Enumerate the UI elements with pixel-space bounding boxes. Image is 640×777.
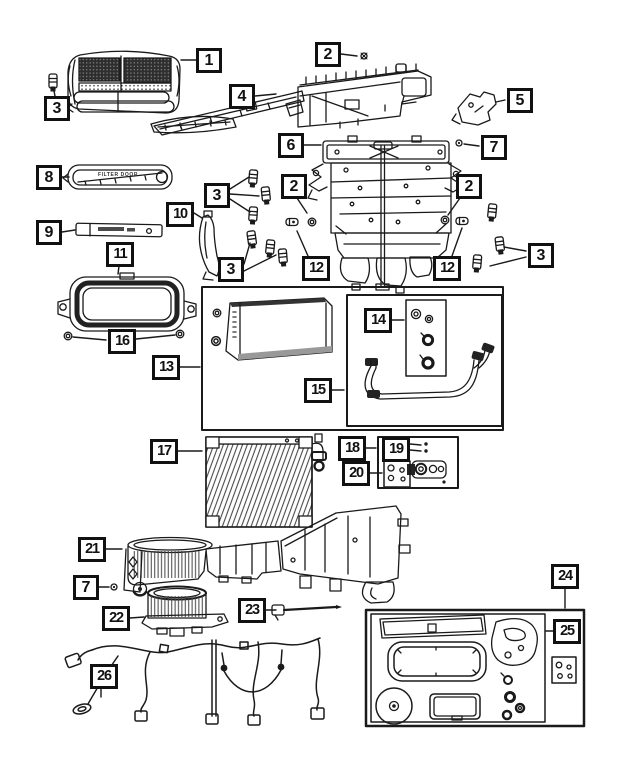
- heater-core-drawing: [210, 297, 333, 361]
- callout-19[interactable]: 19: [382, 437, 410, 462]
- washer-left: [63, 331, 73, 341]
- cowl-grille-drawing: [66, 50, 181, 114]
- callout-16[interactable]: 16: [108, 329, 136, 354]
- actuator-strip-drawing: [75, 222, 163, 238]
- callout-3-clips-upper[interactable]: 3: [204, 183, 230, 208]
- filter-door-drawing: FILTER DOOR: [62, 164, 173, 190]
- callout-10[interactable]: 10: [166, 202, 194, 227]
- callout-26[interactable]: 26: [90, 664, 118, 689]
- side-duct-drawing: [198, 210, 220, 281]
- evaporator-coil-drawing: [205, 433, 327, 528]
- washer-right: [175, 329, 185, 339]
- heater-kit-box: [201, 286, 504, 431]
- seal-kit-box-drawing: [364, 608, 586, 728]
- callout-11[interactable]: 11: [106, 242, 134, 267]
- callout-3-clips-right[interactable]: 3: [528, 243, 554, 268]
- fitting-kit-panel-drawing: [405, 299, 447, 377]
- plenum-seal-drawing: [57, 272, 197, 332]
- callout-9[interactable]: 9: [36, 220, 62, 245]
- callout-14[interactable]: 14: [364, 308, 392, 333]
- callout-3-grille[interactable]: 3: [44, 96, 70, 121]
- callout-6[interactable]: 6: [278, 133, 304, 158]
- lower-housing-drawing: [123, 505, 411, 604]
- heater-hoses-drawing: [364, 342, 495, 400]
- callout-12-right[interactable]: 12: [433, 256, 461, 281]
- callout-18[interactable]: 18: [338, 436, 366, 461]
- fasteners: [110, 52, 469, 591]
- callout-15[interactable]: 15: [304, 378, 332, 403]
- callout-2-right[interactable]: 2: [456, 174, 482, 199]
- blower-motor-drawing: [141, 585, 229, 637]
- leader-lines: [53, 53, 566, 698]
- callout-5[interactable]: 5: [507, 88, 533, 113]
- expansion-valve-panel-drawing: [377, 436, 459, 489]
- callout-21[interactable]: 21: [78, 537, 106, 562]
- callout-7-top[interactable]: 7: [481, 135, 507, 160]
- callout-17[interactable]: 17: [150, 439, 178, 464]
- callout-1[interactable]: 1: [196, 48, 222, 73]
- callout-2-left[interactable]: 2: [281, 174, 307, 199]
- callout-8[interactable]: 8: [36, 165, 62, 190]
- filter-door-text: FILTER DOOR: [98, 172, 138, 178]
- callout-23[interactable]: 23: [238, 598, 266, 623]
- callout-13[interactable]: 13: [152, 355, 180, 380]
- defroster-duct-drawing: [150, 90, 305, 136]
- mounting-bracket-drawing: [451, 91, 497, 126]
- callout-24[interactable]: 24: [551, 564, 579, 589]
- callout-22[interactable]: 22: [102, 606, 130, 631]
- callout-7-bottom[interactable]: 7: [73, 575, 99, 600]
- callout-20[interactable]: 20: [342, 461, 370, 486]
- callout-3-clips-lower[interactable]: 3: [218, 257, 244, 282]
- callout-25[interactable]: 25: [553, 619, 581, 644]
- linkage-rod-drawing: [271, 604, 342, 621]
- upper-intake-housing-drawing: [297, 63, 432, 129]
- callout-2-top[interactable]: 2: [315, 42, 341, 67]
- callout-12-left[interactable]: 12: [302, 256, 330, 281]
- callout-4[interactable]: 4: [229, 84, 255, 109]
